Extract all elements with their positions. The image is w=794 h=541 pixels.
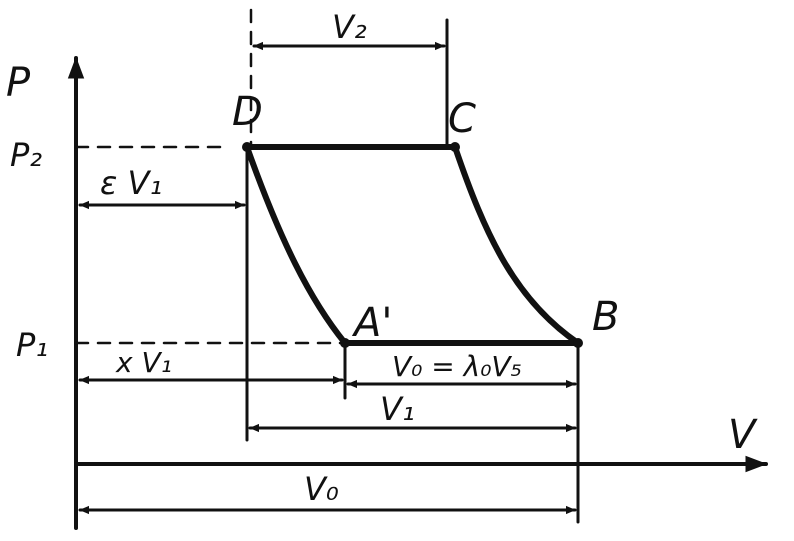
point-b — [573, 338, 583, 348]
point-d — [242, 142, 252, 152]
point-c-label: C — [448, 96, 476, 142]
v1-label: V₁ — [380, 390, 415, 428]
point-d-label: D — [232, 89, 263, 135]
point-a-prime-label: A' — [351, 300, 392, 346]
point-a-prime — [340, 338, 350, 348]
vs-equation-label: V₀ = λ₀V₅ — [392, 350, 522, 383]
v2-label: V₂ — [332, 8, 367, 46]
compression-curve-a-prime-d — [244, 144, 348, 346]
v-axis-label: V — [728, 412, 758, 458]
p2-label: P₂ — [10, 136, 42, 174]
x-v1-label: x V₁ — [115, 346, 172, 379]
expansion-curve-c-b — [452, 144, 581, 346]
point-b-label: B — [592, 294, 619, 340]
v0-label: V₀ — [304, 470, 339, 508]
p-axis-label: P — [6, 60, 31, 106]
eps-v1-label: ε V₁ — [100, 164, 162, 202]
point-c — [450, 142, 460, 152]
p1-label: P₁ — [16, 326, 48, 364]
